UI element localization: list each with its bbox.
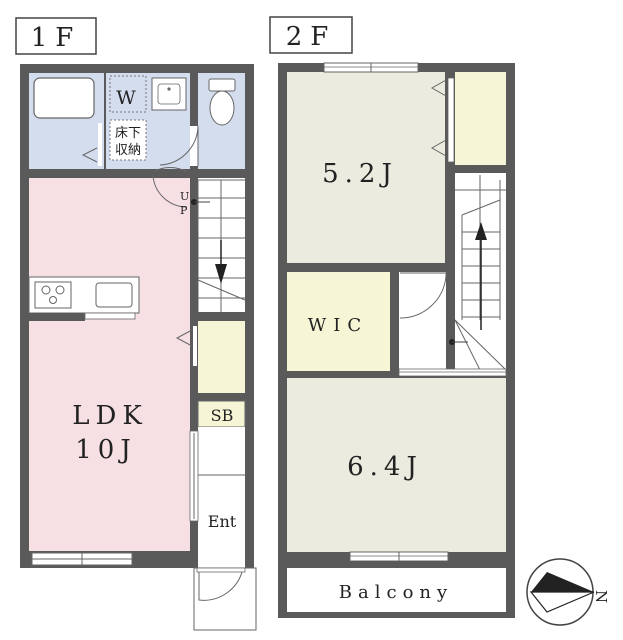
compass-arrow-upper — [531, 572, 594, 592]
compass-north-label: N — [592, 590, 610, 603]
compass: N — [526, 558, 610, 626]
toilet-bowl — [209, 90, 235, 126]
closet-north — [455, 72, 506, 165]
shoe-box — [197, 400, 246, 428]
underfloor-storage-label-1: 床下 — [115, 126, 141, 141]
first-floor-stair-label-p: P — [180, 204, 188, 217]
toilet-tank — [208, 78, 236, 92]
bedroom-south-label: 6.4J — [347, 452, 423, 482]
entrance-hall — [198, 427, 245, 551]
second-floor-plan: 5.2J D N DN WIC — [278, 62, 515, 618]
floor-label-1f: 1F — [15, 17, 97, 55]
floor-label-2f-text: 2F — [286, 22, 337, 52]
floor-label-2f: 2F — [269, 16, 353, 54]
kitchen-sink — [95, 282, 133, 308]
second-floor-hall — [399, 272, 446, 371]
stairs-arrow-icon — [215, 264, 227, 284]
first-floor-stair-label-u: U — [180, 190, 189, 203]
first-floor-plan: W 床下 収納 — [20, 64, 257, 631]
shoe-box-label: SB — [211, 406, 234, 425]
ldk-label-2: 10J — [75, 435, 137, 465]
floor-label-1f-text: 1F — [31, 23, 82, 53]
entrance-door — [198, 567, 244, 601]
walk-in-closet-label: WIC — [308, 315, 368, 336]
walk-in-closet — [287, 272, 390, 371]
bathtub — [33, 77, 95, 119]
underfloor-storage — [109, 119, 147, 161]
entrance-porch — [193, 567, 257, 631]
stove — [34, 281, 72, 309]
ldk-room — [29, 178, 190, 551]
entrance-label: Ent — [208, 512, 237, 531]
second-floor-stairs-arrow-icon — [475, 222, 487, 240]
underfloor-storage-label-2: 収納 — [115, 143, 141, 158]
washing-machine-pan — [109, 75, 147, 113]
compass-arrow-lower — [529, 591, 595, 613]
bedroom-south — [287, 378, 506, 552]
balcony-label: Balcony — [339, 582, 453, 603]
first-floor-storage — [198, 321, 245, 393]
balcony — [287, 568, 506, 612]
bedroom-north — [287, 72, 445, 263]
washbasin — [151, 77, 187, 111]
ldk-label-1: LDK — [72, 401, 148, 431]
washroom-label: W — [116, 87, 136, 109]
bedroom-north-label: 5.2J — [322, 159, 398, 189]
